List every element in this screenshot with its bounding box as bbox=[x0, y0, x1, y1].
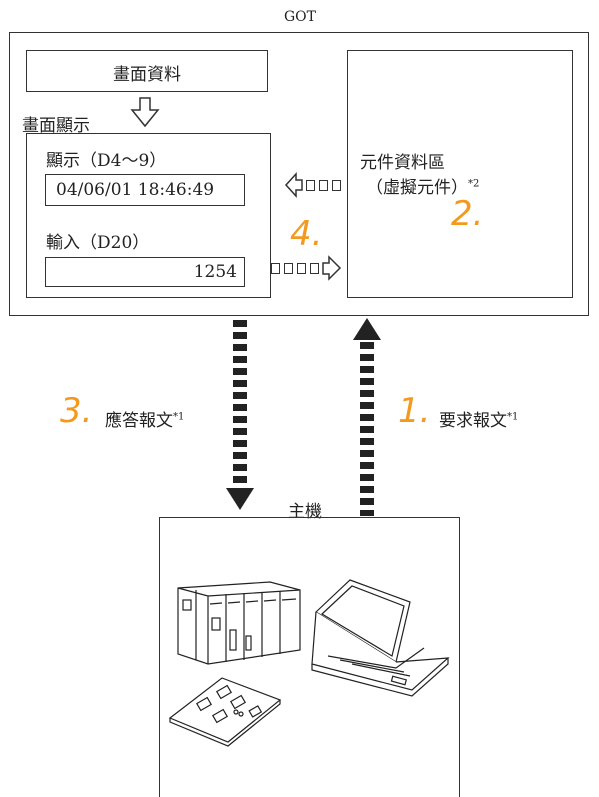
request-label: 要求報文*1 bbox=[439, 411, 519, 431]
dash-block bbox=[306, 180, 315, 191]
screen-data-box bbox=[26, 50, 268, 92]
dash-block bbox=[297, 263, 306, 274]
input-field-value: 1254 bbox=[193, 262, 237, 282]
got-title: GOT bbox=[284, 9, 316, 25]
step-4-number: 4. bbox=[290, 214, 323, 254]
display-field-value: 04/06/01 18:46:49 bbox=[56, 180, 215, 200]
host-frame bbox=[159, 517, 460, 797]
input-field bbox=[45, 257, 245, 287]
display-field-label: 顯示（D4～9） bbox=[46, 151, 167, 171]
screen-data-label: 畫面資料 bbox=[113, 65, 181, 85]
dash-block bbox=[271, 263, 280, 274]
device-area-title: 元件資料區 bbox=[360, 153, 445, 173]
dash-block bbox=[284, 263, 293, 274]
step-1-number: 1. bbox=[398, 391, 431, 431]
step-2-number: 2. bbox=[451, 194, 484, 234]
dash-block bbox=[310, 263, 319, 274]
dash-block bbox=[332, 180, 341, 191]
input-field-label: 輸入（D20） bbox=[46, 233, 150, 253]
step-3-number: 3. bbox=[60, 391, 93, 431]
screen-display-label: 畫面顯示 bbox=[22, 116, 90, 136]
device-area-subtitle: （虛擬元件）*2 bbox=[366, 178, 480, 198]
device-area-box bbox=[347, 50, 573, 298]
display-field bbox=[45, 174, 245, 206]
dash-block bbox=[319, 180, 328, 191]
response-label: 應答報文*1 bbox=[105, 411, 185, 431]
